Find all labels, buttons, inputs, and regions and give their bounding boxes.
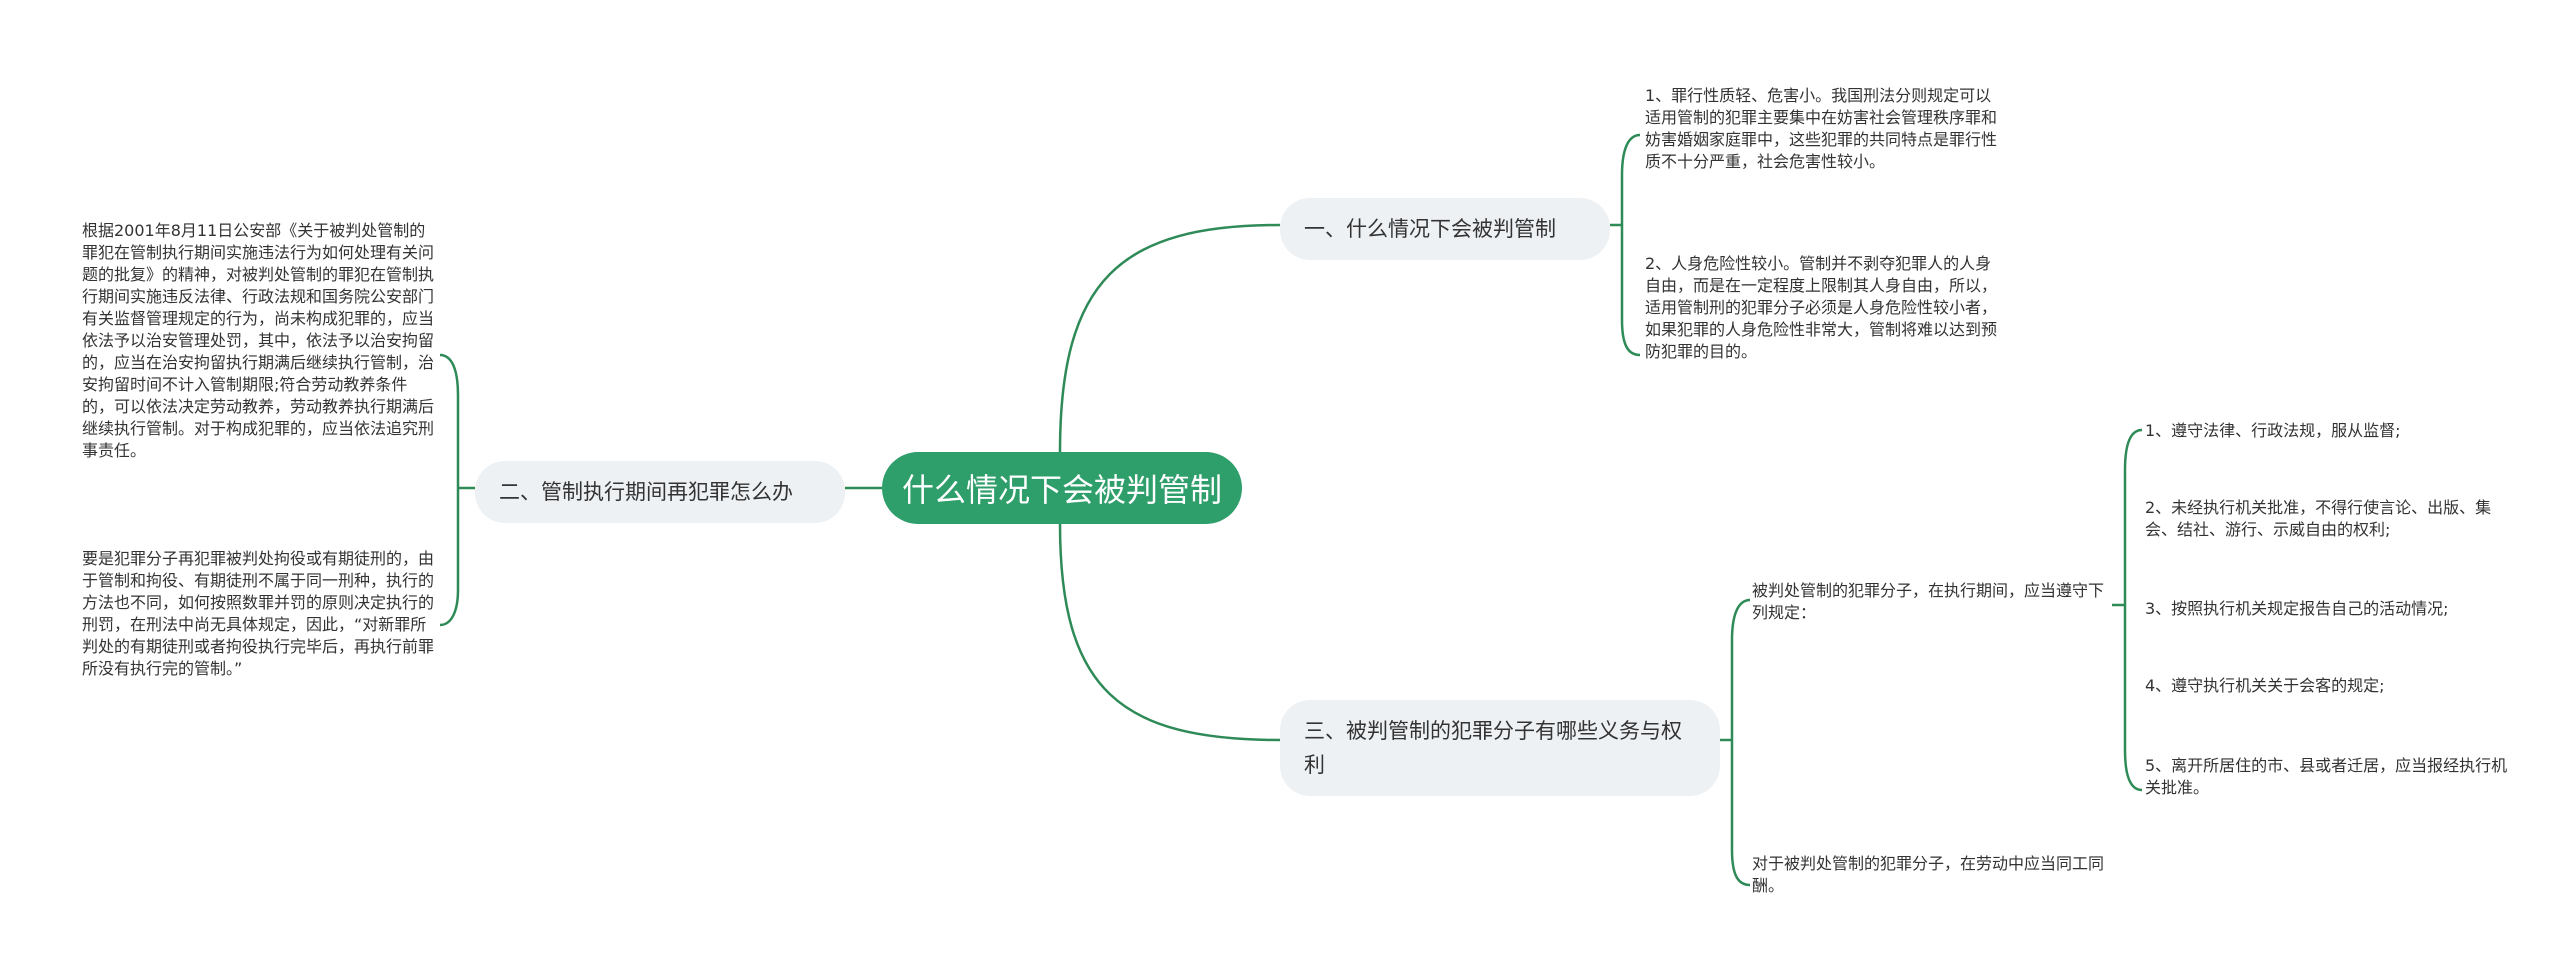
branch-reoffend-label: 二、管制执行期间再犯罪怎么办 — [499, 480, 793, 504]
leaf-offense-minor: 1、罪行性质轻、危害小。我国刑法分则规定可以适用管制的犯罪主要集中在妨害社会管理… — [1645, 86, 1998, 171]
leaf-rules-during-execution: 被判处管制的犯罪分子，在执行期间，应当遵守下列规定： — [1752, 581, 2105, 622]
branch-duties-rights-label: 三、被判管制的犯罪分子有哪些义务与权利 — [1304, 719, 1682, 777]
rule-visitor-regulations: 4、遵守执行机关关于会客的规定; — [2145, 676, 2385, 695]
rule-obey-law: 1、遵守法律、行政法规，服从监督; — [2145, 421, 2401, 440]
rule-report-activities: 3、按照执行机关规定报告自己的活动情况; — [2145, 599, 2449, 618]
branch-when-sentenced[interactable]: 一、什么情况下会被判管制 — [1280, 198, 1610, 260]
root-topic[interactable]: 什么情况下会被判管制 — [882, 452, 1242, 524]
branch-reoffend-during-control[interactable]: 二、管制执行期间再犯罪怎么办 — [475, 461, 845, 523]
root-topic-label: 什么情况下会被判管制 — [901, 471, 1222, 509]
rule-no-assembly-without-approval: 2、未经执行机关批准，不得行使言论、出版、集会、结社、游行、示威自由的权利; — [2145, 498, 2492, 539]
branch-when-sentenced-label: 一、什么情况下会被判管制 — [1304, 217, 1556, 241]
leaf-low-danger: 2、人身危险性较小。管制并不剥夺犯罪人的人身自由，而是在一定程度上限制其人身自由… — [1645, 254, 1998, 361]
branch-duties-rights[interactable]: 三、被判管制的犯罪分子有哪些义务与权利 — [1280, 700, 1720, 796]
leaf-equal-pay: 对于被判处管制的犯罪分子，在劳动中应当同工同酬。 — [1752, 854, 2105, 895]
leaf-new-crime-sentence: 要是犯罪分子再犯罪被判处拘役或有期徒刑的，由于管制和拘役、有期徒刑不属于同一刑种… — [82, 549, 435, 678]
rule-leave-city-approval: 5、离开所居住的市、县或者迁居，应当报经执行机关批准。 — [2145, 756, 2508, 797]
leaf-public-security-reply: 根据2001年8月11日公安部《关于被判处管制的罪犯在管制执行期间实施违法行为如… — [82, 221, 435, 460]
